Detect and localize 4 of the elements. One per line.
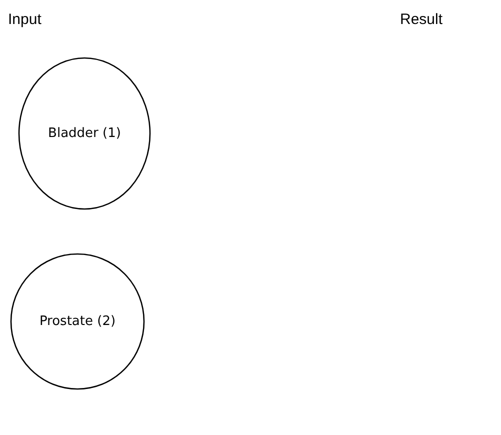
node-label: Prostate (2) (38, 312, 117, 330)
column-heading: Input (8, 11, 42, 28)
node-label: Bladder (1) (47, 124, 122, 142)
column-heading: Result (400, 11, 443, 28)
